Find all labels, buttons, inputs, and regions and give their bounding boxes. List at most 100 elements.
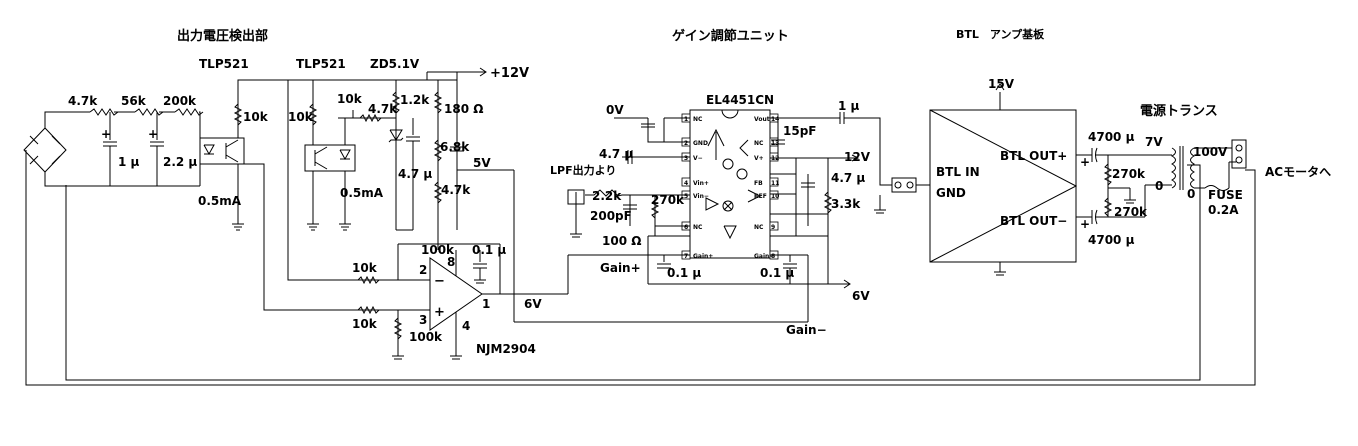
label-v100: 100V [1193, 145, 1228, 159]
ic-pin-right-label: REF [754, 193, 767, 200]
label-btl-out-minus: BTL OUT− [1000, 214, 1067, 228]
label-plus-out-1: + [1080, 155, 1090, 169]
label-btl-in: BTL IN [936, 165, 980, 179]
ic-pin-left-label: V− [693, 155, 703, 162]
label-plus-out-2: + [1080, 217, 1090, 231]
label-tlp521-1: TLP521 [199, 57, 249, 71]
label-c15p: 15pF [783, 124, 817, 138]
optocoupler-tlp521-1 [199, 79, 457, 311]
label-opamp-minus: − [434, 274, 445, 289]
ic-pin-right-box [769, 137, 779, 147]
ic-pin-right-box [769, 177, 779, 187]
label-r47k: 4.7k [68, 94, 98, 108]
ic-pin-left-label: GND [693, 140, 708, 147]
ic-pin-left-label: Vin− [693, 193, 709, 200]
label-r56k: 56k [121, 94, 147, 108]
label-opamp-plus: + [434, 305, 445, 320]
label-r68k: 6.8k [440, 140, 470, 154]
label-v15: 15V [988, 77, 1015, 91]
label-c200p: 200pF [590, 209, 632, 223]
label-r100k-b: 100k [409, 330, 443, 344]
ic-pin-right-label: Gain− [754, 253, 774, 260]
label-r47k-c: 4.7k [441, 183, 471, 197]
label-zero-b: 0 [1187, 187, 1195, 201]
label-r100k-a: 100k [421, 243, 455, 257]
ic-pin-right-num: 9 [771, 224, 775, 231]
label-ac-motor: ACモータへ [1265, 165, 1331, 179]
label-gnd: GND [936, 186, 966, 200]
label-plus-c2: + [148, 127, 158, 141]
label-c4700-a: 4700 μ [1088, 130, 1135, 144]
label-transformer: 電源トランス [1140, 103, 1218, 119]
label-pin1: 1 [482, 297, 490, 311]
ic-pin-left-label: Vin+ [693, 180, 709, 187]
label-r47k-b: 4.7k [368, 102, 398, 116]
ic-pin-left-box [681, 177, 691, 187]
label-njm2904: NJM2904 [476, 342, 536, 356]
label-r10k-d: 10k [352, 261, 378, 275]
label-lpf-input: LPF出力より [550, 163, 616, 177]
label-i05-1: 0.5mA [198, 194, 242, 208]
ic-pin-left-label: NC [693, 224, 703, 231]
label-c01u-a: 0.1 μ [472, 243, 506, 257]
label-r100: 100 Ω [602, 234, 641, 248]
label-r270k-c: 270k [1114, 205, 1148, 219]
label-i05-2: 0.5mA [340, 186, 384, 200]
outer-loop-wire [25, 150, 1256, 386]
label-r12k: 1.2k [400, 93, 430, 107]
label-c22u: 2.2 μ [163, 155, 197, 169]
ic-pin-right-box [769, 221, 779, 231]
label-el4451cn: EL4451CN [706, 93, 774, 107]
label-plus-c1: + [101, 127, 111, 141]
label-r270k-a: 270k [651, 193, 685, 207]
label-r22k: 2.2k [592, 189, 622, 203]
label-c1u-b: 1 μ [838, 99, 860, 113]
ic-pin-right-num: 10 [771, 193, 779, 200]
label-zero-a: 0 [1155, 179, 1163, 193]
ic-pin-left-label: Gain+ [693, 253, 713, 260]
zener-and-divider [388, 67, 515, 322]
gain-unit-wiring [567, 112, 930, 322]
label-c01u-c: 0.1 μ [760, 266, 794, 280]
label-v7: 7V [1145, 135, 1163, 149]
label-c01u-b: 0.1 μ [667, 266, 701, 280]
bridge-rectifier [23, 111, 200, 187]
label-r270k-b: 270k [1112, 167, 1146, 181]
label-r10k-e: 10k [352, 317, 378, 331]
label-r200k: 200k [163, 94, 197, 108]
label-r10k-b: 10k [288, 110, 314, 124]
ic-pin-right-label: V+ [754, 155, 764, 162]
label-r180: 180 Ω [444, 102, 483, 116]
label-plus12v: +12V [490, 66, 529, 81]
ic-pin-right-label: Vout [754, 116, 770, 123]
label-fuse: FUSE [1208, 188, 1243, 202]
ic-pin-right-label: FB [754, 180, 763, 187]
output-and-transformer [1076, 139, 1247, 225]
input-rc-chain [89, 108, 204, 186]
label-pin3: 3 [419, 313, 427, 327]
label-v6-b: 6V [852, 289, 870, 303]
label-fuse-value: 0.2A [1208, 203, 1239, 217]
label-c47u-b: 4.7 μ [599, 147, 633, 161]
ic-pin-right-num: 11 [771, 180, 779, 187]
label-pin8: 8 [447, 255, 455, 269]
label-btl-out-plus: BTL OUT+ [1000, 149, 1067, 163]
label-c1u: 1 μ [118, 155, 140, 169]
section-title-btl-board: BTL アンプ基板 [956, 27, 1045, 41]
ic-pin-left-num: 2 [684, 140, 688, 147]
ic-pin-left-num: 3 [684, 155, 688, 162]
ic-pin-left-num: 7 [684, 253, 688, 260]
label-c47u-c: 4.7 μ [831, 171, 865, 185]
ic-pin-right-num: 8 [771, 253, 775, 260]
label-zener: ZD5.1V [370, 57, 420, 71]
label-gain-plus: Gain+ [600, 261, 641, 275]
section-title-gain-unit: ゲイン調節ユニット [672, 28, 789, 44]
opamp-njm2904 [357, 243, 808, 360]
ic-pin-right-label: NC [754, 224, 764, 231]
ic-pin-left-num: 5 [684, 193, 688, 200]
label-v12: 12V [844, 150, 871, 164]
btl-amp-board [929, 83, 1078, 276]
label-r10k-a: 10k [243, 110, 269, 124]
